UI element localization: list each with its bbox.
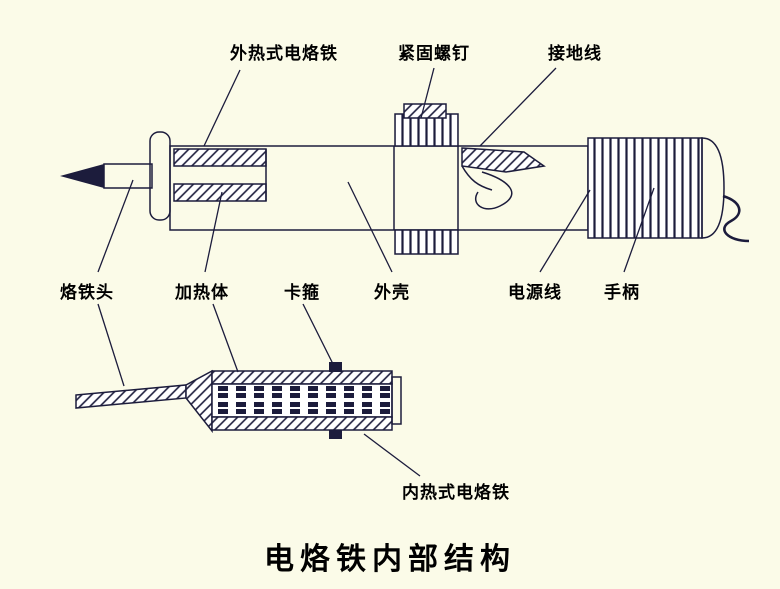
external-iron-drawing [60, 103, 750, 255]
clamp-shape-bottom [329, 430, 342, 439]
label-soldering-tip: 烙铁头 [60, 283, 114, 302]
leader-handle [623, 187, 655, 273]
label-power-cord: 电源线 [508, 283, 562, 302]
label-internal-heated-iron: 内热式电烙铁 [402, 483, 510, 502]
label-outer-shell: 外壳 [374, 283, 410, 302]
internal-transition-cone [185, 369, 213, 434]
leader-external-iron [203, 69, 241, 147]
internal-iron-drawing [75, 362, 402, 439]
internal-body-top [211, 370, 393, 385]
leader-shell [347, 181, 393, 273]
leader-heating-down [212, 303, 239, 373]
fin-block-bottom [394, 229, 459, 255]
leader-fastening-screw [420, 67, 435, 119]
leader-clamp [302, 303, 334, 365]
internal-body-bottom [211, 416, 393, 431]
internal-wire [475, 171, 513, 210]
internal-tip-rod [75, 384, 187, 409]
label-clamp: 卡箍 [284, 283, 320, 302]
label-external-heated-iron: 外热式电烙铁 [230, 44, 338, 63]
leader-tip-up [97, 179, 134, 273]
mounting-collar [149, 131, 171, 221]
leader-internal-iron [363, 433, 421, 477]
diagram-title: 电烙铁内部结构 [264, 543, 516, 576]
heating-element-top [173, 148, 267, 167]
fin-block-top [394, 113, 459, 147]
soldering-tip-shape [60, 164, 104, 188]
label-fastening-screw: 紧固螺钉 [398, 44, 470, 63]
leader-tip-down [97, 303, 125, 387]
handle-end-cap [701, 137, 725, 239]
tip-rod [103, 163, 153, 189]
handle-shape [587, 137, 703, 239]
leader-heating-up [204, 191, 223, 273]
ground-wire-connector [461, 147, 546, 173]
fastening-screw-shape [403, 103, 447, 119]
label-ground-wire: 接地线 [548, 44, 602, 63]
leader-ground-wire [479, 67, 557, 147]
leader-power-cord [539, 189, 591, 273]
label-heating-element: 加热体 [175, 283, 229, 302]
internal-heater-core [211, 383, 393, 418]
internal-end-cap [391, 376, 402, 425]
label-handle: 手柄 [604, 283, 640, 302]
clamp-shape-top [329, 362, 342, 372]
leader-lines [97, 67, 655, 477]
power-cord-shape [722, 194, 750, 243]
